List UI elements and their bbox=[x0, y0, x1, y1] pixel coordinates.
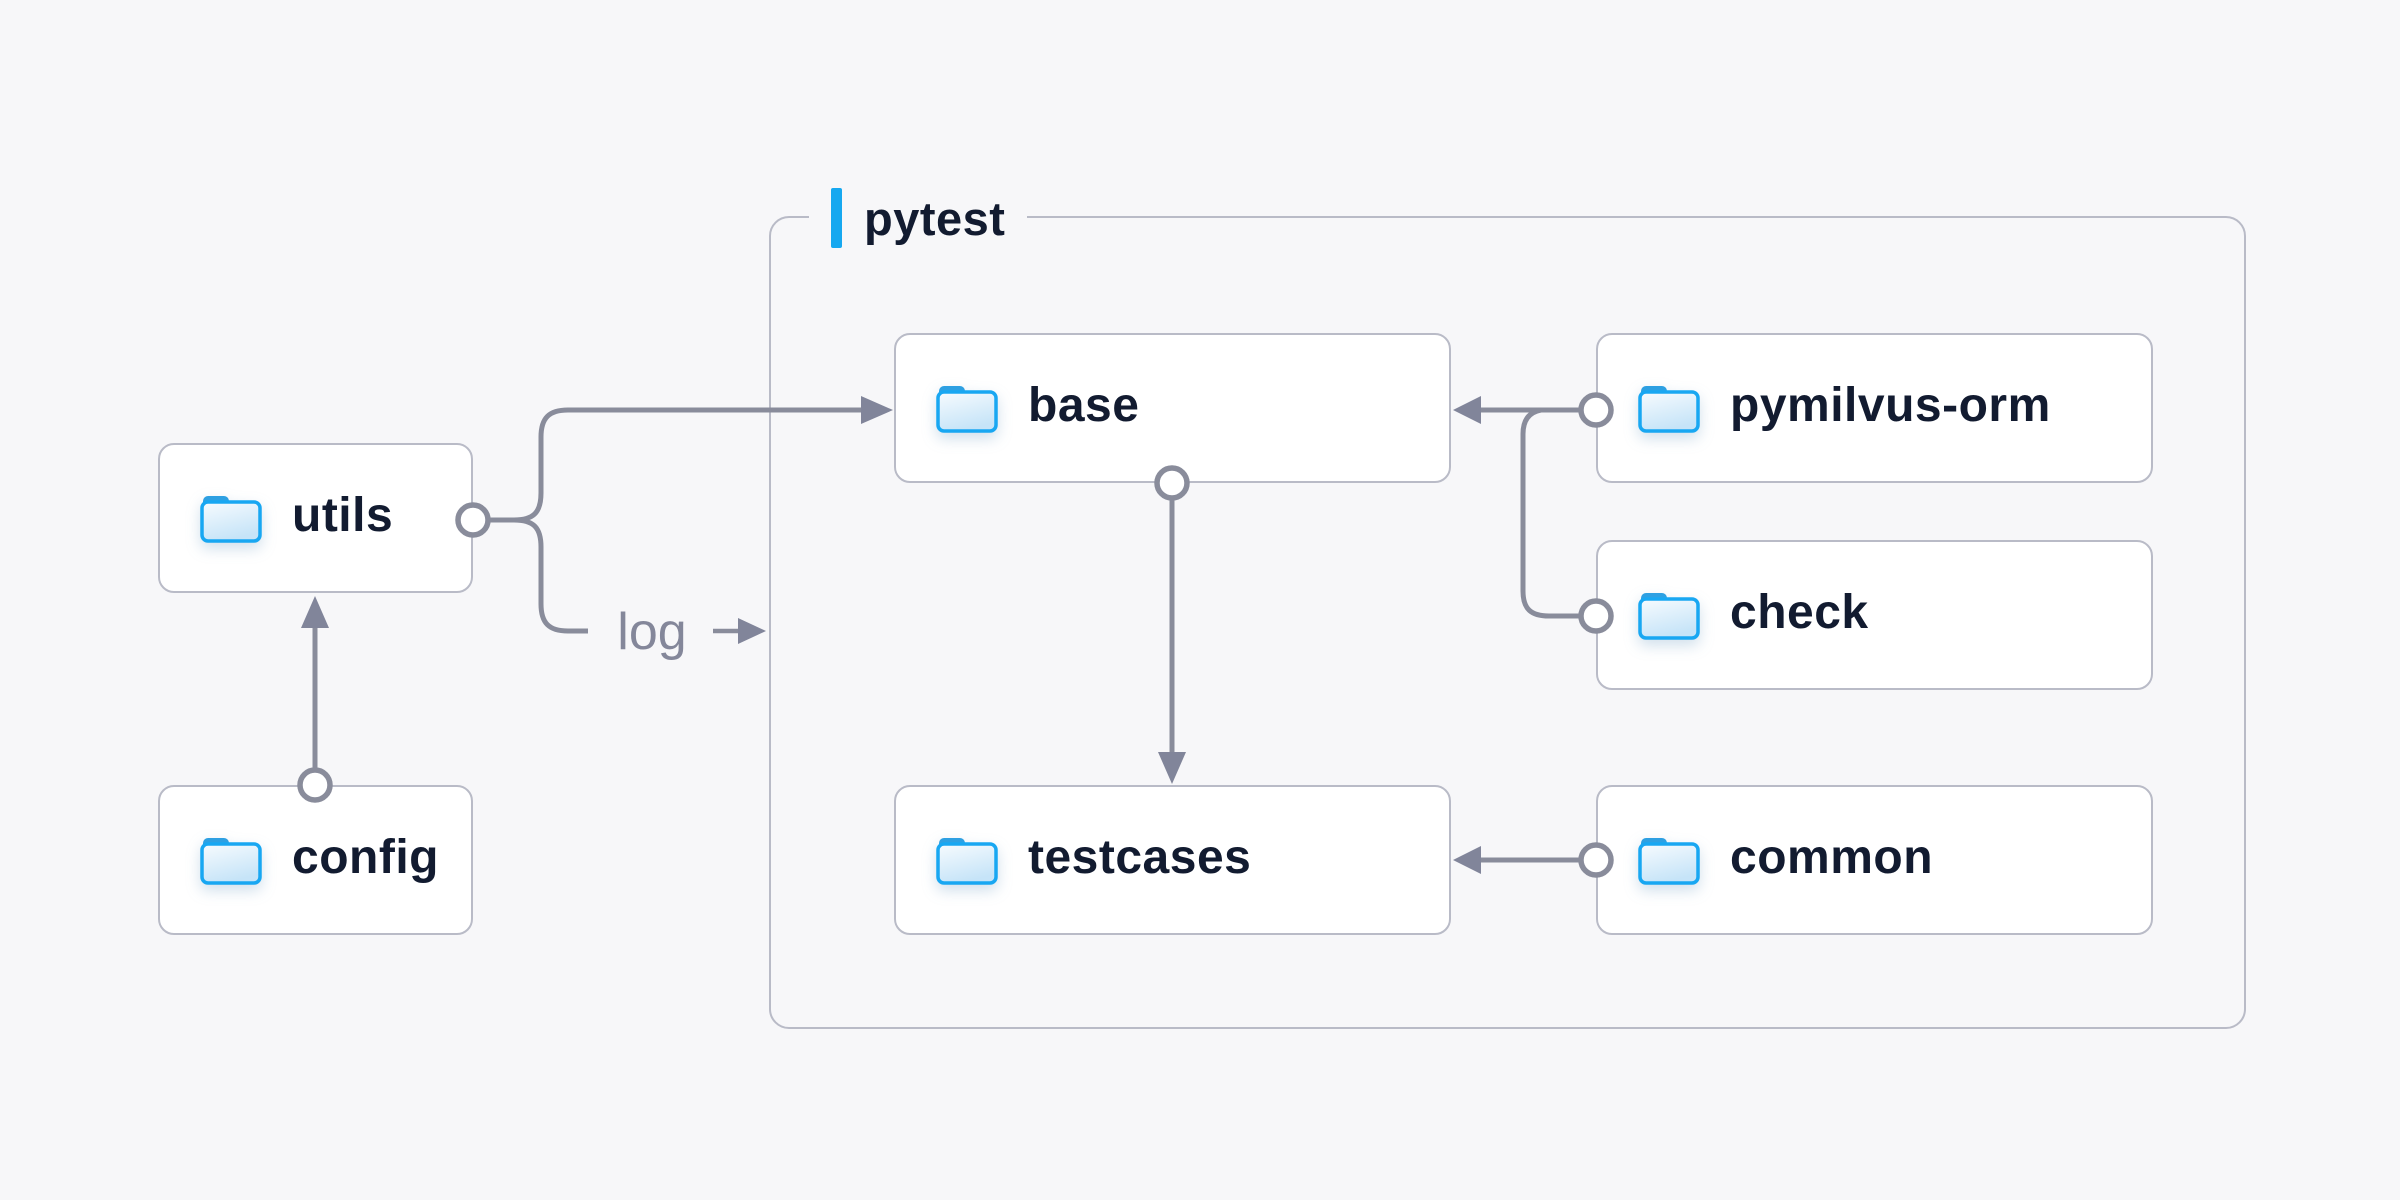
folder-icon bbox=[1638, 386, 1700, 433]
node-label: pymilvus-orm bbox=[1730, 379, 2051, 432]
arrowhead-up-icon bbox=[301, 596, 329, 628]
folder-icon bbox=[200, 496, 262, 543]
arrowhead-right-icon bbox=[738, 618, 766, 644]
node-label: check bbox=[1730, 586, 1869, 639]
node-check: check bbox=[1596, 540, 2153, 690]
edge-utils-to-log: log bbox=[513, 517, 766, 661]
folder-icon bbox=[936, 386, 998, 433]
node-label: base bbox=[1028, 379, 1140, 432]
folder-icon bbox=[200, 838, 262, 885]
folder-icon bbox=[1638, 593, 1700, 640]
node-utils: utils bbox=[158, 443, 473, 593]
node-pymilvus-orm: pymilvus-orm bbox=[1596, 333, 2153, 483]
edge-config-to-utils bbox=[301, 596, 329, 770]
node-base: base bbox=[894, 333, 1451, 483]
node-config: config bbox=[158, 785, 473, 935]
folder-icon bbox=[1638, 838, 1700, 885]
folder-icon bbox=[936, 838, 998, 885]
pytest-group-frame: pytest bbox=[769, 184, 2246, 1029]
node-label: utils bbox=[292, 489, 394, 542]
group-title: pytest bbox=[864, 191, 1006, 245]
node-label: common bbox=[1730, 831, 1934, 884]
edge-label-log: log bbox=[617, 603, 686, 661]
node-common: common bbox=[1596, 785, 2153, 935]
blue-accent-bar-icon bbox=[831, 188, 842, 248]
node-testcases: testcases bbox=[894, 785, 1451, 935]
pytest-group-label: pytest bbox=[809, 184, 1028, 252]
node-label: config bbox=[292, 831, 439, 884]
node-label: testcases bbox=[1028, 831, 1252, 884]
